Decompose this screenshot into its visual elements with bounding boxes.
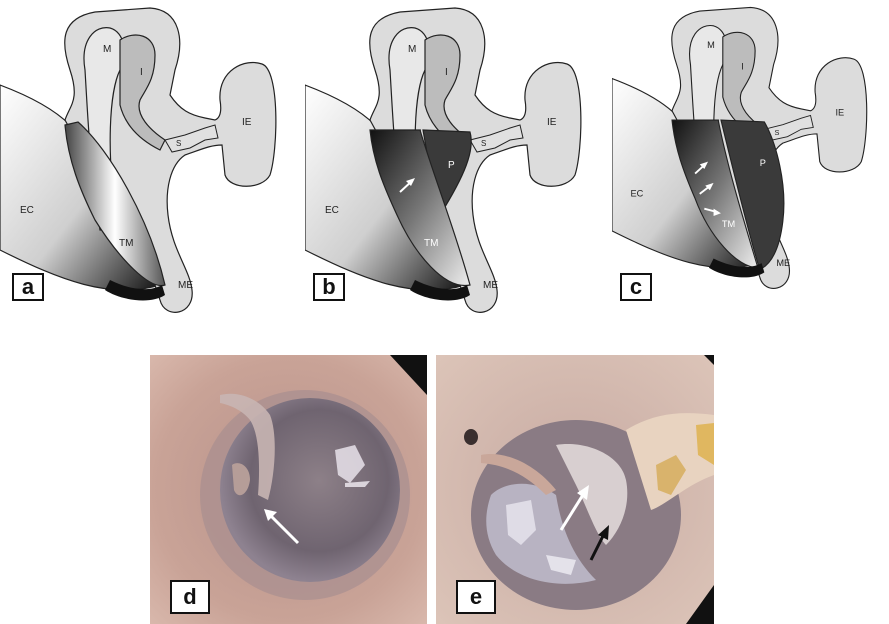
label-malleus: M xyxy=(408,44,416,55)
label-tympanic-membrane: TM xyxy=(722,219,735,229)
label-incus: I xyxy=(140,67,143,78)
ear-diagram-normal: M I IE S EC TM ME xyxy=(0,0,300,320)
label-ear-canal: EC xyxy=(325,205,339,216)
ear-diagram-retraction-c: M I IE S P EC TM ME xyxy=(612,0,889,320)
label-ear-canal: EC xyxy=(20,205,34,216)
diagram-panel-b: M I IE S P EC TM ME b xyxy=(305,0,605,320)
label-incus: I xyxy=(741,61,744,71)
otoscopy-photo-e: e xyxy=(436,355,714,624)
label-malleus: M xyxy=(707,40,715,50)
label-incus: I xyxy=(445,67,448,78)
label-middle-ear: ME xyxy=(483,280,498,291)
label-stapes: S xyxy=(481,139,486,148)
ear-diagram-retraction-b: M I IE S P EC TM ME xyxy=(305,0,605,320)
diagram-panel-a: M I IE S EC TM ME a xyxy=(0,0,300,320)
label-stapes: S xyxy=(176,139,181,148)
panel-label-e: e xyxy=(456,580,496,614)
label-middle-ear: ME xyxy=(776,258,790,268)
label-inner-ear: IE xyxy=(242,117,252,128)
panel-label-d: d xyxy=(170,580,210,614)
diagram-panel-c: M I IE S P EC TM ME c xyxy=(612,0,889,320)
panel-label-b: b xyxy=(313,273,345,301)
panel-label-a: a xyxy=(12,273,44,301)
label-tympanic-membrane: TM xyxy=(119,238,133,249)
label-pocket: P xyxy=(448,160,455,171)
label-ear-canal: EC xyxy=(630,189,643,199)
label-pocket: P xyxy=(760,158,766,168)
label-stapes: S xyxy=(775,128,780,137)
label-malleus: M xyxy=(103,44,111,55)
panel-label-c: c xyxy=(620,273,652,301)
label-inner-ear: IE xyxy=(547,117,557,128)
label-tympanic-membrane: TM xyxy=(424,238,438,249)
otoscopy-photo-d: d xyxy=(150,355,427,624)
label-inner-ear: IE xyxy=(835,107,844,117)
label-middle-ear: ME xyxy=(178,280,193,291)
